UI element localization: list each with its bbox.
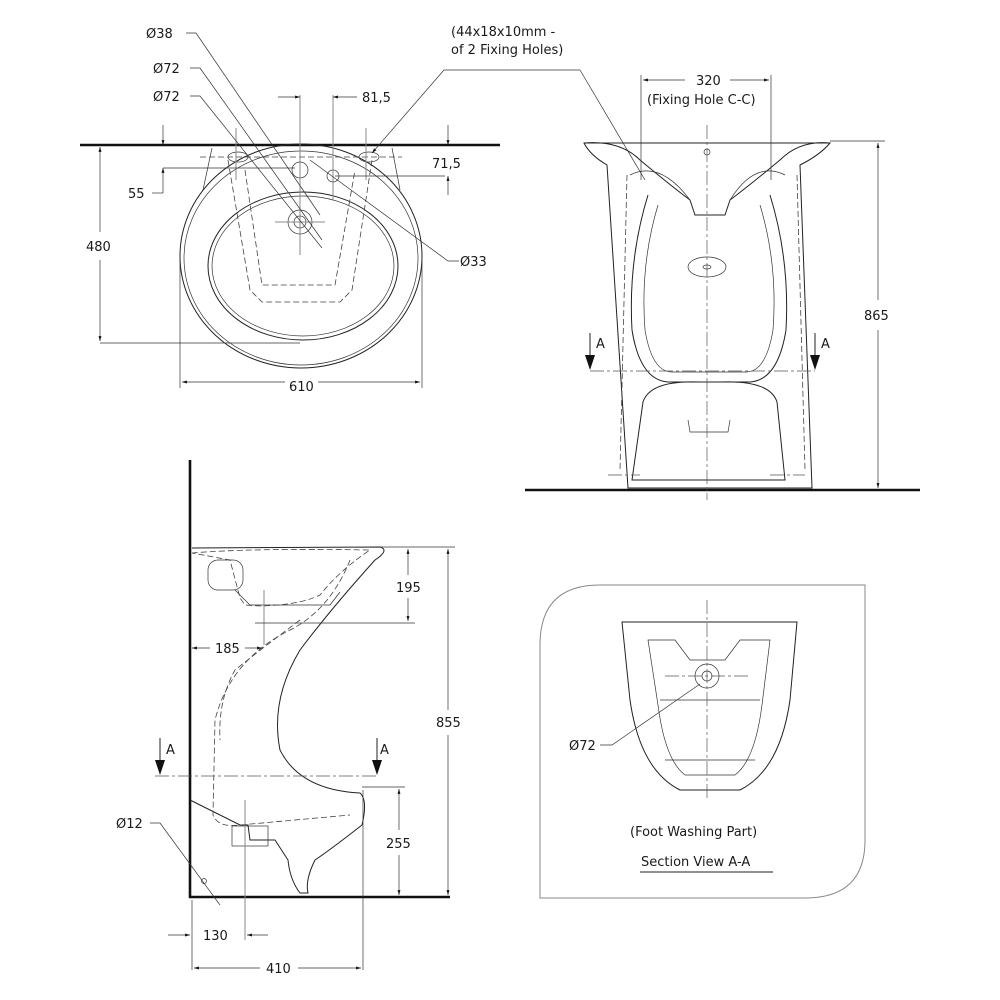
label-255: 255 [386,837,411,852]
basin-outer-rim [179,143,423,369]
label-610: 610 [289,380,314,395]
fixing-note-line1: (44x18x10mm - [451,25,556,40]
label-185: 185 [215,642,240,657]
basin-body-outline [583,142,831,489]
label-d72-b: Ø72 [153,90,180,105]
label-81-5: 81,5 [362,91,391,106]
label-410: 410 [266,962,291,977]
label-d12: Ø12 [116,817,143,832]
side-view: 195 185 855 A A 255 Ø12 130 410 [116,460,461,977]
label-fixing-cc: (Fixing Hole C-C) [647,93,756,108]
label-d38: Ø38 [146,27,173,42]
front-view: 320 (Fixing Hole C-C) 865 A A [525,74,920,500]
basin-bowl [207,191,399,341]
fixing-note-line2: of 2 Fixing Holes) [451,43,563,58]
section-frame [539,584,866,899]
label-320: 320 [696,74,721,89]
label-480: 480 [86,240,111,255]
label-71-5: 71,5 [432,157,461,172]
section-marker-right: A [821,337,830,352]
label-855: 855 [436,716,461,731]
label-865: 865 [864,309,889,324]
top-view: Ø38 Ø72 Ø72 81,5 71,5 55 480 610 Ø33 (44… [80,25,646,395]
label-d33: Ø33 [460,255,487,270]
section-marker-left: A [596,337,605,352]
section-marker-right: A [380,743,389,758]
label-d72-a: Ø72 [153,62,180,77]
section-marker-left: A [166,743,175,758]
label-d72: Ø72 [569,739,596,754]
label-195: 195 [396,581,421,596]
section-title: Section View A-A [641,855,750,870]
section-view: Ø72 (Foot Washing Part) Section View A-A [539,584,866,899]
label-130: 130 [203,929,228,944]
label-55: 55 [128,187,145,202]
section-caption: (Foot Washing Part) [630,825,757,840]
